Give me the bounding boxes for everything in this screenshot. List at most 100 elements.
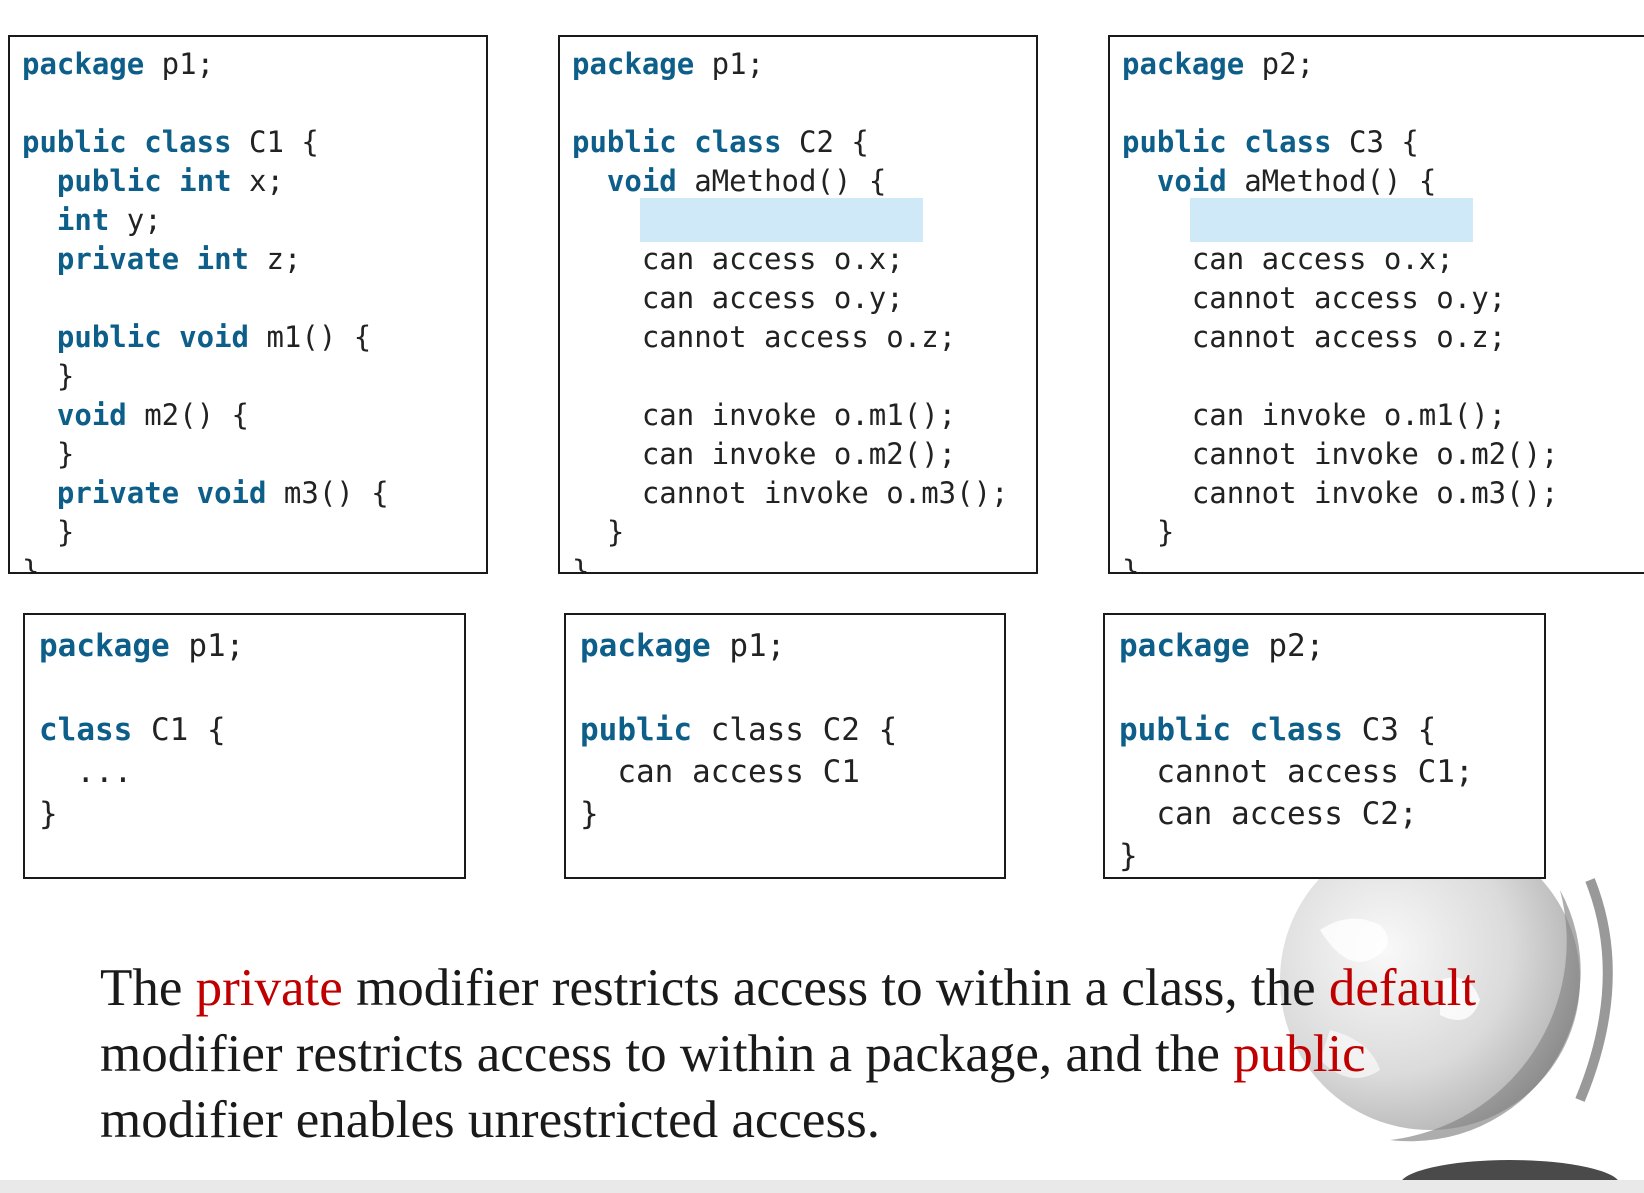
code-box-c3-class-access: package p2; public class C3 { cannot acce… [1103,613,1546,879]
code-text [22,398,57,432]
code-text: } [22,554,40,574]
code-text: y; [109,203,162,237]
code-text: } [580,796,599,832]
code-text: p1; [694,47,765,81]
code-text: can invoke o.m2(); [572,437,957,471]
highlighted-statement [1189,198,1474,242]
code-keyword: void [606,164,677,198]
code-line: package p2; [1119,625,1474,667]
code-text: } [572,515,625,549]
code-keyword: int [196,242,249,276]
code-line: void aMethod() { [1122,162,1559,201]
code-text [22,476,57,510]
code-line: int y; [22,201,389,240]
code-text: C3 { [1331,125,1419,159]
code-text [22,164,57,198]
caption-segment: modifier enables unrestricted access. [100,1091,880,1149]
code-line: cannot invoke o.m2(); [1122,435,1559,474]
code-listing: package p1;public class C2 { void aMetho… [572,45,1009,574]
highlighted-statement [639,198,924,242]
code-line: can invoke o.m2(); [572,435,1009,474]
keyword-private: private [195,959,343,1017]
code-keyword: package [1122,47,1245,81]
code-text: x; [231,164,284,198]
code-text: ... [39,754,133,790]
code-keyword: class [1249,712,1343,748]
code-listing: package p2;public class C3 { void aMetho… [1122,45,1559,574]
caption-text: The private modifier restricts access to… [100,955,1560,1153]
code-text: cannot access o.z; [572,320,957,354]
keyword-public: public [1233,1025,1366,1083]
bottom-bar [0,1180,1644,1193]
code-text: m3() { [266,476,389,510]
code-text: can invoke o.m1(); [572,398,957,432]
code-text: C3 { [1342,712,1437,748]
code-line: public class C1 { [22,123,389,162]
code-line: can invoke o.m1(); [1122,396,1559,435]
code-text: } [1122,515,1175,549]
code-text [179,242,196,276]
code-line: can invoke o.m1(); [572,396,1009,435]
code-line: cannot invoke o.m3(); [572,474,1009,513]
code-text [572,164,607,198]
code-line: package p2; [1122,45,1559,84]
code-text [22,242,57,276]
code-text: aMethod() { [1226,164,1437,198]
code-keyword: int [56,203,110,237]
code-line: can access o.x; [572,240,1009,279]
code-text: } [1122,554,1140,574]
code-keyword: package [572,47,695,81]
code-keyword: class [39,712,133,748]
code-line: } [22,435,389,474]
code-line: cannot access o.z; [572,318,1009,357]
code-text: cannot invoke o.m3(); [572,476,1009,510]
code-text: can access C1 [580,754,860,790]
code-text [1231,712,1250,748]
caption-segment: The [100,959,196,1017]
code-text: } [22,437,75,471]
code-line [39,667,244,709]
code-line: } [22,513,389,552]
code-line: package p1; [39,625,244,667]
code-line: can access C1 [580,751,897,793]
code-text: p1; [169,628,245,664]
code-line: void aMethod() { [572,162,1009,201]
code-text: cannot access C1; [1119,754,1474,790]
code-text [1227,125,1244,159]
code-text: can access o.x; [572,242,904,276]
code-text: p2; [1249,628,1325,664]
code-keyword: package [22,47,145,81]
code-text: C1 { [132,712,226,748]
caption-segment: modifier restricts access to within a pa… [100,1025,1234,1083]
code-text [162,164,179,198]
code-keyword: package [580,628,711,664]
code-line [580,667,897,709]
code-box-c1-members: package p1;public class C1 { public int … [8,35,488,574]
code-line: } [1119,835,1474,877]
code-line: } [22,552,389,574]
code-text [22,320,57,354]
code-line: } [1122,513,1559,552]
code-line: } [1122,552,1559,574]
code-keyword: public [22,125,127,159]
code-text: } [22,359,75,393]
code-line: private void m3() { [22,474,389,513]
code-line: cannot invoke o.m3(); [1122,474,1559,513]
code-text: } [22,515,75,549]
code-line: public class C2 { [580,709,897,751]
code-line: ... [39,751,244,793]
code-line [22,84,389,123]
code-text: } [572,554,590,574]
code-listing: package p1;public class C2 { can access … [580,625,897,835]
code-text: C2 { [781,125,869,159]
code-box-c2-class-access: package p1;public class C2 { can access … [564,613,1006,879]
code-keyword: class [694,125,782,159]
code-keyword: public [1119,712,1231,748]
code-keyword: class [144,125,232,159]
code-text [162,320,179,354]
code-text [1122,164,1157,198]
code-text: can access o.x; [1122,242,1454,276]
code-keyword: package [39,628,170,664]
code-keyword: void [179,320,249,354]
code-line: } [22,357,389,396]
